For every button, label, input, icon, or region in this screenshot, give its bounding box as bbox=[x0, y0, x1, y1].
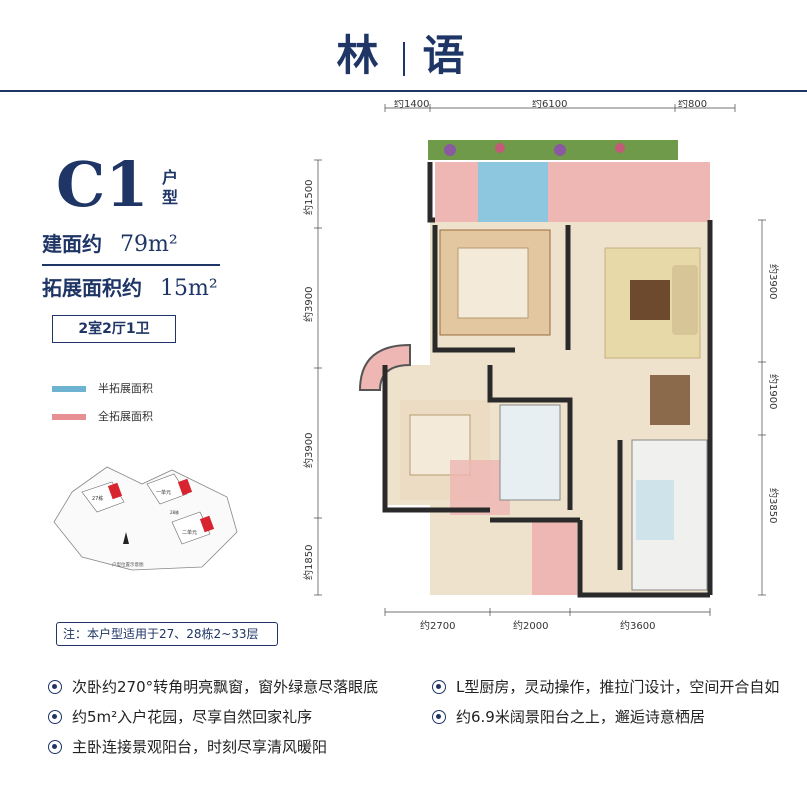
legend-full: 全拓展面积 bbox=[52, 408, 153, 424]
dim-left-4: 约1850 bbox=[302, 545, 315, 580]
keymap-building-27: 27栋 bbox=[81, 481, 125, 513]
dining-table bbox=[650, 375, 690, 425]
dim-bottom-3: 约3600 bbox=[620, 619, 655, 630]
north-arrow-icon bbox=[123, 532, 129, 544]
feature-item: 主卧连接景观阳台，时刻尽享清风暖阳 bbox=[48, 736, 327, 757]
unit-type: 户型 bbox=[162, 168, 179, 207]
walls bbox=[382, 162, 713, 598]
title-separator bbox=[402, 42, 405, 76]
dim-right-1: 约3900 bbox=[767, 264, 780, 299]
dim-top-3: 约800 bbox=[678, 100, 707, 110]
unit-code: C1 bbox=[56, 148, 149, 221]
page-title: 林语 bbox=[0, 22, 807, 83]
dim-bottom-1: 约2700 bbox=[420, 619, 455, 630]
keymap-label-28: 28栋 bbox=[170, 509, 179, 515]
feature-text: 次卧约270°转角明亮飘窗，窗外绿意尽落眼底 bbox=[72, 678, 379, 696]
legend-half-label: 半拓展面积 bbox=[98, 382, 153, 395]
feature-item: L型厨房，灵动操作，推拉门设计，空间开合自如 bbox=[432, 676, 779, 697]
entry-garden-extension bbox=[532, 520, 577, 595]
bullet-icon bbox=[432, 710, 446, 724]
legend-half: 半拓展面积 bbox=[52, 380, 153, 396]
coffee-table bbox=[630, 280, 670, 320]
feature-text: 约5m²入户花园，尽享自然回家礼序 bbox=[72, 708, 313, 726]
balcony-half-extension bbox=[478, 162, 548, 222]
planter-hedge bbox=[428, 140, 678, 160]
dim-left-2: 约3900 bbox=[302, 287, 315, 322]
bullet-icon bbox=[48, 710, 62, 724]
master-bed bbox=[457, 247, 529, 319]
dim-right-2: 约1900 bbox=[767, 374, 780, 409]
keymap-label-unit1: 一单元 bbox=[156, 489, 171, 496]
dim-top-2: 约6100 bbox=[532, 100, 567, 110]
sofa bbox=[672, 265, 698, 335]
feature-item: 约6.9米阔景阳台之上，邂逅诗意栖居 bbox=[432, 706, 705, 727]
title-left: 林 bbox=[336, 31, 385, 80]
dim-top-1: 约1400 bbox=[394, 100, 429, 110]
balcony-full-extension bbox=[435, 162, 710, 222]
feature-item: 约5m²入户花园，尽享自然回家礼序 bbox=[48, 706, 312, 727]
applicability-note: 注：本户型适用于27、28栋2~33层 bbox=[56, 622, 278, 646]
extended-area: 拓展面积约 15m² bbox=[42, 272, 218, 301]
bullet-icon bbox=[432, 680, 446, 694]
feature-item: 次卧约270°转角明亮飘窗，窗外绿意尽落眼底 bbox=[48, 676, 378, 697]
dim-right-3: 约3850 bbox=[767, 488, 780, 523]
extended-area-value: 15m² bbox=[160, 276, 218, 301]
bathroom bbox=[499, 404, 561, 501]
dim-left-1: 约1500 bbox=[302, 180, 315, 215]
dim-bottom-2: 约2000 bbox=[513, 619, 548, 630]
built-area: 建面约 79m² bbox=[42, 228, 178, 257]
built-area-value: 79m² bbox=[120, 232, 178, 257]
legend-full-swatch bbox=[52, 414, 86, 420]
bullet-icon bbox=[48, 740, 62, 754]
keymap-label-unit2: 二单元 bbox=[182, 529, 197, 536]
extended-area-label: 拓展面积约 bbox=[42, 276, 142, 300]
legend-half-swatch bbox=[52, 386, 86, 392]
feature-text: 主卧连接景观阳台，时刻尽享清风暖阳 bbox=[72, 738, 328, 756]
keymap-building-2: 二单元 bbox=[171, 511, 215, 545]
floor-plan: 约1400 约6100 约800 约2700 约2000 约3600 约1500… bbox=[302, 100, 780, 630]
bullet-icon bbox=[48, 680, 62, 694]
keymap-caption: 户型位置示意图 bbox=[112, 561, 144, 568]
dimension-lines bbox=[314, 104, 766, 616]
title-underline bbox=[0, 90, 807, 92]
built-area-label: 建面约 bbox=[42, 232, 102, 256]
spec-divider bbox=[42, 264, 220, 266]
dim-left-3: 约3900 bbox=[302, 433, 315, 468]
kitchen-counter bbox=[636, 480, 674, 540]
room-tag: 2室2厅1卫 bbox=[52, 315, 176, 343]
keymap-building-1: 一单元 bbox=[146, 473, 193, 505]
feature-text: L型厨房，灵动操作，推拉门设计，空间开合自如 bbox=[456, 678, 780, 696]
feature-text: 约6.9米阔景阳台之上，邂逅诗意栖居 bbox=[456, 708, 705, 726]
legend-full-label: 全拓展面积 bbox=[98, 410, 153, 423]
title-right: 语 bbox=[422, 31, 471, 80]
keymap-label-27: 27栋 bbox=[92, 495, 103, 502]
location-keymap: 27栋 一单元 28栋 二单元 户型位置示意图 bbox=[53, 466, 238, 571]
